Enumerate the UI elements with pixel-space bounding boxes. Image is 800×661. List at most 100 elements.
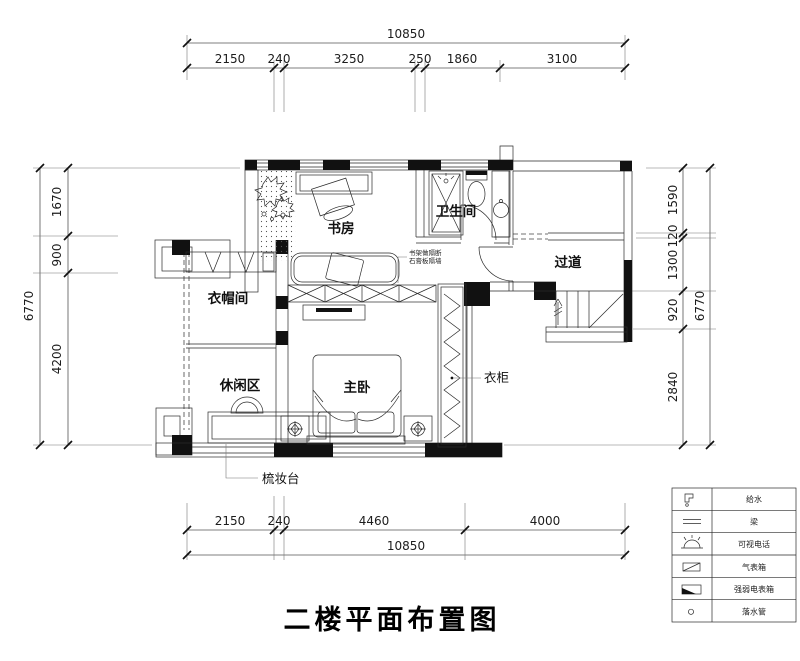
cushion	[325, 252, 364, 287]
clothes-rack-hangers	[204, 251, 255, 273]
dressing-table-callout: 梳妆台	[225, 444, 300, 486]
water-supply-icon	[684, 493, 694, 507]
room-master-bedroom: 主卧	[280, 354, 433, 445]
balcony-rail	[244, 169, 259, 293]
legend-row: 给水	[684, 493, 762, 507]
column	[274, 443, 333, 457]
tap-icon	[499, 199, 503, 203]
room-bathroom: 卫生间	[428, 170, 511, 241]
plan-title: 二楼平面布置图	[284, 605, 501, 636]
rack-end-shelf	[262, 252, 275, 272]
dim-bottom-seg-3: 4460	[359, 514, 390, 528]
toilet	[465, 170, 488, 207]
room-label-cloakroom: 衣帽间	[208, 290, 249, 307]
daybed-sofa	[290, 252, 400, 286]
room-label-leisure: 休闲区	[219, 377, 261, 394]
dim-right-seg-3: 1300	[666, 250, 680, 281]
legend-row: 气表箱	[682, 562, 766, 572]
clothes-rack	[185, 251, 277, 273]
tv	[316, 308, 352, 312]
power-meter-box-icon	[681, 584, 702, 595]
wall-top-right	[513, 160, 632, 172]
desk-chair	[311, 177, 355, 221]
dimension-chain-right: 1590 120 1300 920 2840 6770	[504, 163, 716, 450]
wall-corner-box	[154, 239, 231, 279]
room-leisure: 休闲区 梳妆台	[207, 377, 331, 486]
legend: 给水 梁 可视电话 气表箱 强弱电表箱	[671, 487, 797, 623]
dim-right-total: 6770	[693, 291, 707, 322]
column	[172, 240, 190, 255]
wall-step	[499, 145, 514, 160]
column	[245, 160, 257, 170]
legend-label: 气表箱	[742, 562, 766, 572]
dim-top-seg-2: 240	[268, 52, 291, 66]
hanger-zigzag	[443, 293, 461, 439]
partition-note-line1: 书架做隔断	[409, 248, 442, 257]
wall-bathroom-left	[415, 170, 425, 237]
column	[276, 296, 288, 309]
legend-row: 落水管	[688, 607, 766, 617]
wall-corridor-top	[548, 232, 624, 241]
dim-bottom-seg-1: 2150	[215, 514, 246, 528]
wall-cloak-leisure	[186, 343, 276, 349]
dim-left-seg-2: 900	[50, 244, 64, 267]
room-label-bathroom: 卫生间	[436, 203, 477, 220]
dim-right-seg-4: 920	[666, 299, 680, 322]
dressing-stool	[230, 396, 264, 414]
dim-right-seg-5: 2840	[666, 372, 680, 403]
column	[425, 443, 502, 457]
partition-note-line2: 石膏板隔墙	[409, 256, 442, 265]
room-cloakroom: 衣帽间	[185, 251, 277, 307]
stair-direction-arrow	[553, 298, 563, 325]
video-intercom-icon	[681, 535, 703, 549]
shower	[428, 170, 464, 236]
wardrobe: 衣柜	[437, 283, 509, 448]
dim-bottom-seg-4: 4000	[530, 514, 561, 528]
dim-left-total: 6770	[22, 291, 36, 322]
tv-cabinet	[302, 304, 366, 321]
nightstand	[403, 415, 433, 442]
column	[464, 282, 490, 306]
dim-top-total: 10850	[387, 27, 425, 41]
window	[257, 162, 488, 168]
wall-dashed-left	[183, 252, 190, 430]
nightstand	[280, 415, 310, 442]
downpipe-icon	[688, 608, 694, 615]
dim-left-seg-1: 1670	[50, 187, 64, 218]
column	[488, 160, 513, 170]
headboard	[306, 435, 406, 445]
dimension-chain-bottom: 2150 240 4460 4000 10850	[182, 496, 630, 560]
legend-row: 可视电话	[681, 535, 770, 549]
dim-top-seg-6: 3100	[547, 52, 578, 66]
pillow	[317, 411, 356, 434]
dim-top-seg-5: 1860	[447, 52, 478, 66]
stair-landing	[545, 326, 628, 343]
washbasin	[491, 170, 511, 238]
wall-bedroom-right	[466, 306, 473, 443]
legend-label: 强弱电表箱	[734, 584, 774, 594]
stairs	[513, 290, 628, 343]
beam-icon	[683, 519, 701, 524]
dim-right-seg-2: 120	[666, 225, 680, 248]
dressing-table	[207, 411, 331, 444]
desk-inner	[299, 174, 369, 192]
column	[408, 160, 441, 170]
legend-row: 梁	[683, 518, 758, 527]
gas-meter-box-icon	[682, 562, 701, 572]
room-label-master-bedroom: 主卧	[344, 379, 371, 396]
dim-top-seg-1: 2150	[215, 52, 246, 66]
pillow	[356, 411, 395, 434]
room-label-corridor: 过道	[555, 254, 583, 271]
partition-note: 书架做隔断 石膏板隔墙	[397, 248, 442, 283]
legend-label: 可视电话	[738, 539, 770, 549]
corridor-door	[478, 246, 514, 282]
dim-right-seg-1: 1590	[666, 185, 680, 216]
dim-top-seg-4: 250	[409, 52, 432, 66]
dim-left-seg-3: 4200	[50, 344, 64, 375]
annotation-wardrobe: 衣柜	[484, 370, 509, 385]
column	[276, 331, 288, 345]
legend-label: 落水管	[742, 607, 766, 617]
annotation-dressing-table: 梳妆台	[262, 471, 300, 486]
wall-corner-inner	[163, 415, 181, 437]
